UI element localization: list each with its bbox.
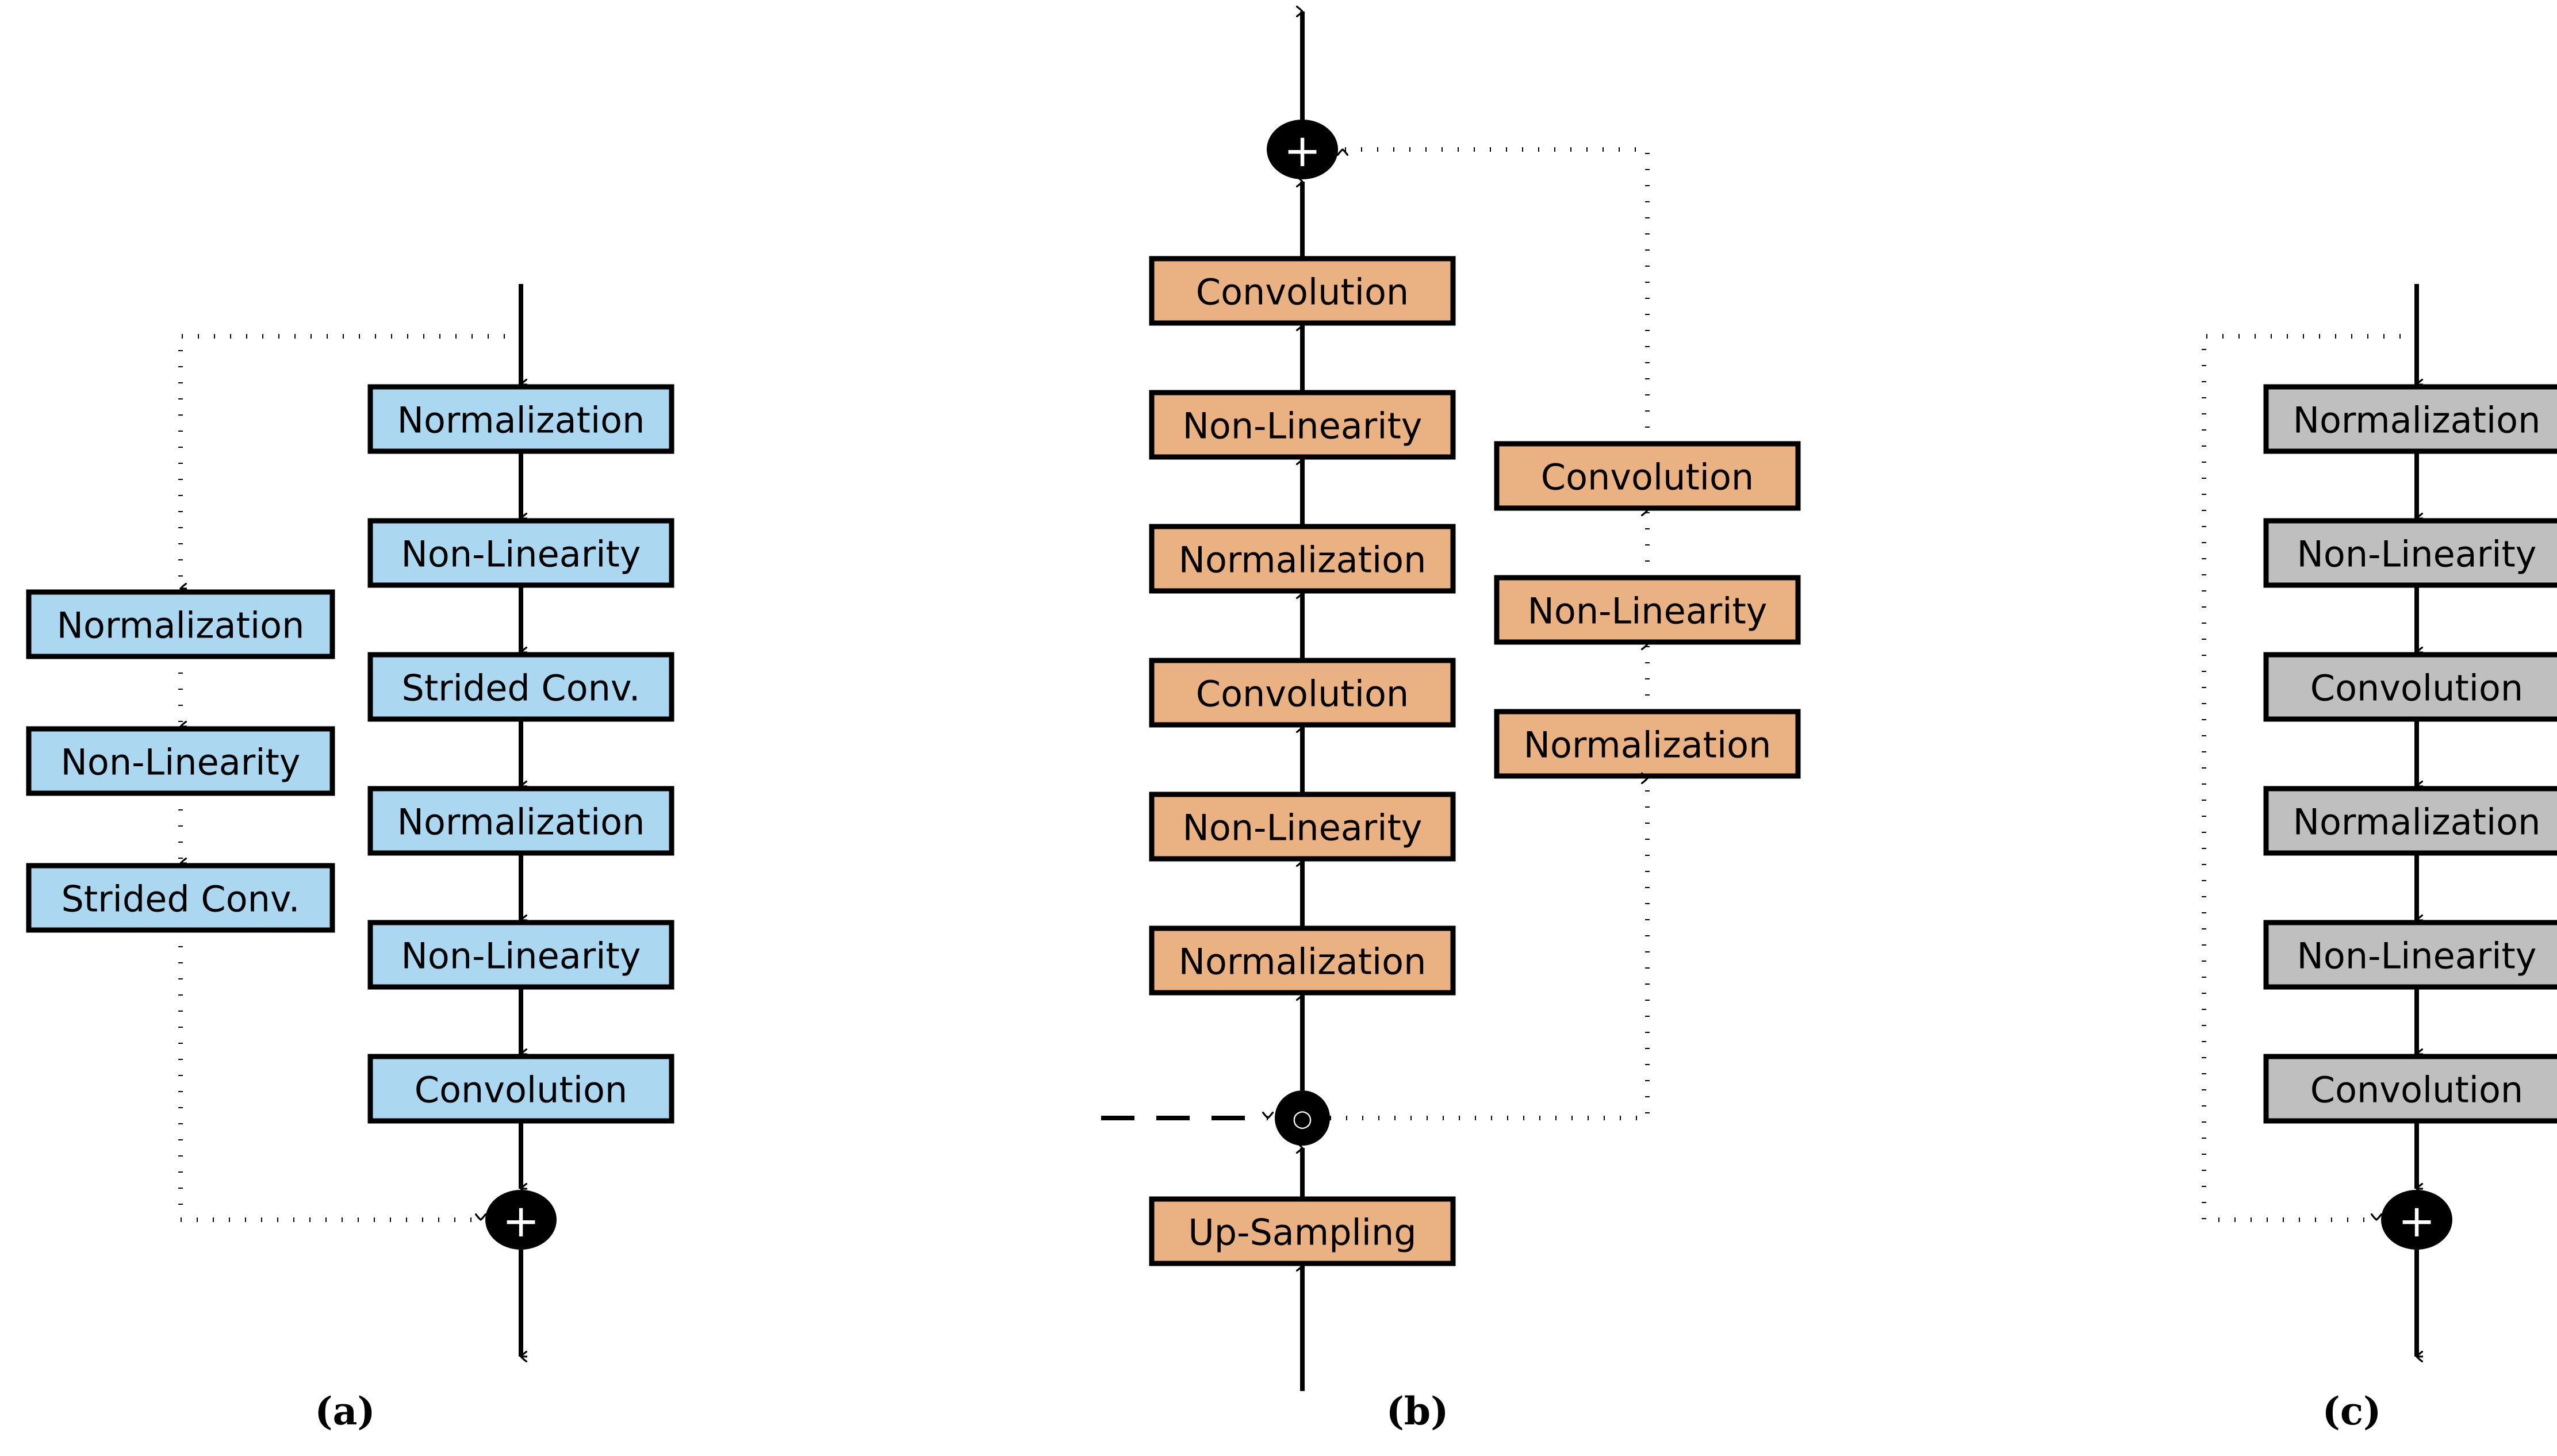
panel-b-side-block-0[interactable]: Convolution: [1494, 441, 1801, 511]
block-rect[interactable]: [367, 920, 674, 990]
panel-b-upsampling-block[interactable]: Up-Sampling: [1149, 1196, 1456, 1266]
panel-a-shortcut-exit: [178, 930, 481, 1222]
block-rect[interactable]: [1149, 390, 1456, 460]
block-rect[interactable]: [1149, 658, 1456, 728]
node-glyph-plus: +: [2398, 1196, 2435, 1247]
block-rect[interactable]: [1149, 792, 1456, 862]
panel-a-main-block-3[interactable]: Normalization: [367, 786, 674, 856]
block-label: Normalization: [1524, 724, 1772, 766]
panel-a-add-node[interactable]: +: [485, 1190, 557, 1250]
block-label: Normalization: [1179, 941, 1427, 983]
panel-caption-b: (b): [1386, 1389, 1449, 1434]
block-rect[interactable]: [26, 726, 335, 796]
panel-b-add-node[interactable]: +: [1267, 120, 1338, 179]
block-rect[interactable]: [367, 1054, 674, 1124]
panel-a-main-block-4[interactable]: Non-Linearity: [367, 920, 674, 990]
panel-c-main-block-3[interactable]: Normalization: [2263, 786, 2557, 856]
panel-c-main-block-4[interactable]: Non-Linearity: [2263, 920, 2557, 990]
panel-caption-c: (c): [2322, 1389, 2382, 1434]
panel-a-main-block-5[interactable]: Convolution: [367, 1054, 674, 1124]
block-label: Up-Sampling: [1188, 1212, 1416, 1254]
block-label: Convolution: [2310, 1069, 2523, 1111]
panel-a-shortcut-block-0[interactable]: Normalization: [26, 589, 335, 659]
block-label: Strided Conv.: [401, 667, 640, 709]
panel-c: NormalizationNon-LinearityConvolutionNor…: [2202, 284, 2557, 1434]
panel-a-main-block-2[interactable]: Strided Conv.: [367, 652, 674, 722]
panel-a-main-block-0[interactable]: Normalization: [367, 384, 674, 454]
panel-b-concat-node[interactable]: ○: [1275, 1090, 1330, 1146]
node-ellipse[interactable]: [1267, 120, 1338, 179]
panel-a-main-block-1[interactable]: Non-Linearity: [367, 518, 674, 588]
block-rect[interactable]: [26, 863, 335, 933]
block-label: Non-Linearity: [1183, 405, 1423, 447]
node-glyph-circle: ○: [1293, 1105, 1313, 1132]
block-label: Normalization: [1179, 539, 1427, 581]
block-label: Normalization: [2293, 801, 2541, 843]
block-label: Strided Conv.: [61, 878, 300, 920]
panel-c-main-block-5[interactable]: Convolution: [2263, 1054, 2557, 1124]
panel-b-main-block-4[interactable]: Non-Linearity: [1149, 792, 1456, 862]
panel-b-main-block-1[interactable]: Non-Linearity: [1149, 390, 1456, 460]
block-rect[interactable]: [367, 786, 674, 856]
node-ellipse[interactable]: [485, 1190, 557, 1250]
block-label: Non-Linearity: [2297, 935, 2537, 977]
block-label: Non-Linearity: [1528, 590, 1768, 632]
panel-b-side-block-1[interactable]: Non-Linearity: [1494, 575, 1801, 645]
block-label: Non-Linearity: [401, 935, 641, 977]
block-rect[interactable]: [2263, 384, 2557, 454]
block-label: Normalization: [397, 801, 645, 843]
panel-b-main-block-3[interactable]: Convolution: [1149, 658, 1456, 728]
node-glyph-plus: +: [1283, 125, 1321, 177]
block-label: Convolution: [1196, 271, 1409, 313]
panel-b-main-block-0[interactable]: Convolution: [1149, 256, 1456, 326]
block-label: Non-Linearity: [61, 742, 301, 783]
panel-b-main-block-5[interactable]: Normalization: [1149, 925, 1456, 996]
panel-c-add-node[interactable]: +: [2381, 1190, 2452, 1250]
block-rect[interactable]: [367, 384, 674, 454]
block-label: Normalization: [2293, 399, 2541, 441]
block-label: Convolution: [1196, 673, 1409, 715]
panel-a-shortcut-entry: [178, 334, 521, 589]
node-ellipse[interactable]: [1275, 1090, 1330, 1146]
panel-caption-a: (a): [315, 1389, 375, 1434]
block-label: Non-Linearity: [401, 533, 641, 575]
panel-c-main-block-0[interactable]: Normalization: [2263, 384, 2557, 454]
block-label: Convolution: [415, 1069, 627, 1111]
panel-a-shortcut-block-1[interactable]: Non-Linearity: [26, 726, 335, 796]
block-rect[interactable]: [1494, 441, 1801, 511]
block-label: Convolution: [1541, 456, 1754, 498]
node-glyph-plus: +: [502, 1196, 539, 1247]
panel-b-side-block-2[interactable]: Normalization: [1494, 709, 1801, 779]
block-rect[interactable]: [1149, 524, 1456, 594]
block-label: Non-Linearity: [2297, 533, 2537, 575]
panel-c-main-block-1[interactable]: Non-Linearity: [2263, 518, 2557, 588]
block-rect[interactable]: [2263, 652, 2557, 722]
node-ellipse[interactable]: [2381, 1190, 2452, 1250]
block-label: Normalization: [57, 605, 305, 647]
block-label: Convolution: [2310, 667, 2523, 709]
panel-a-shortcut-block-2[interactable]: Strided Conv.: [26, 863, 335, 933]
block-label: Normalization: [397, 399, 645, 441]
block-rect[interactable]: [1149, 925, 1456, 996]
panel-c-main-block-2[interactable]: Convolution: [2263, 652, 2557, 722]
panel-b: Up-Sampling○NormalizationNon-LinearityCo…: [1101, 11, 1801, 1434]
block-label: Non-Linearity: [1183, 807, 1423, 849]
panel-b-main-block-2[interactable]: Normalization: [1149, 524, 1456, 594]
